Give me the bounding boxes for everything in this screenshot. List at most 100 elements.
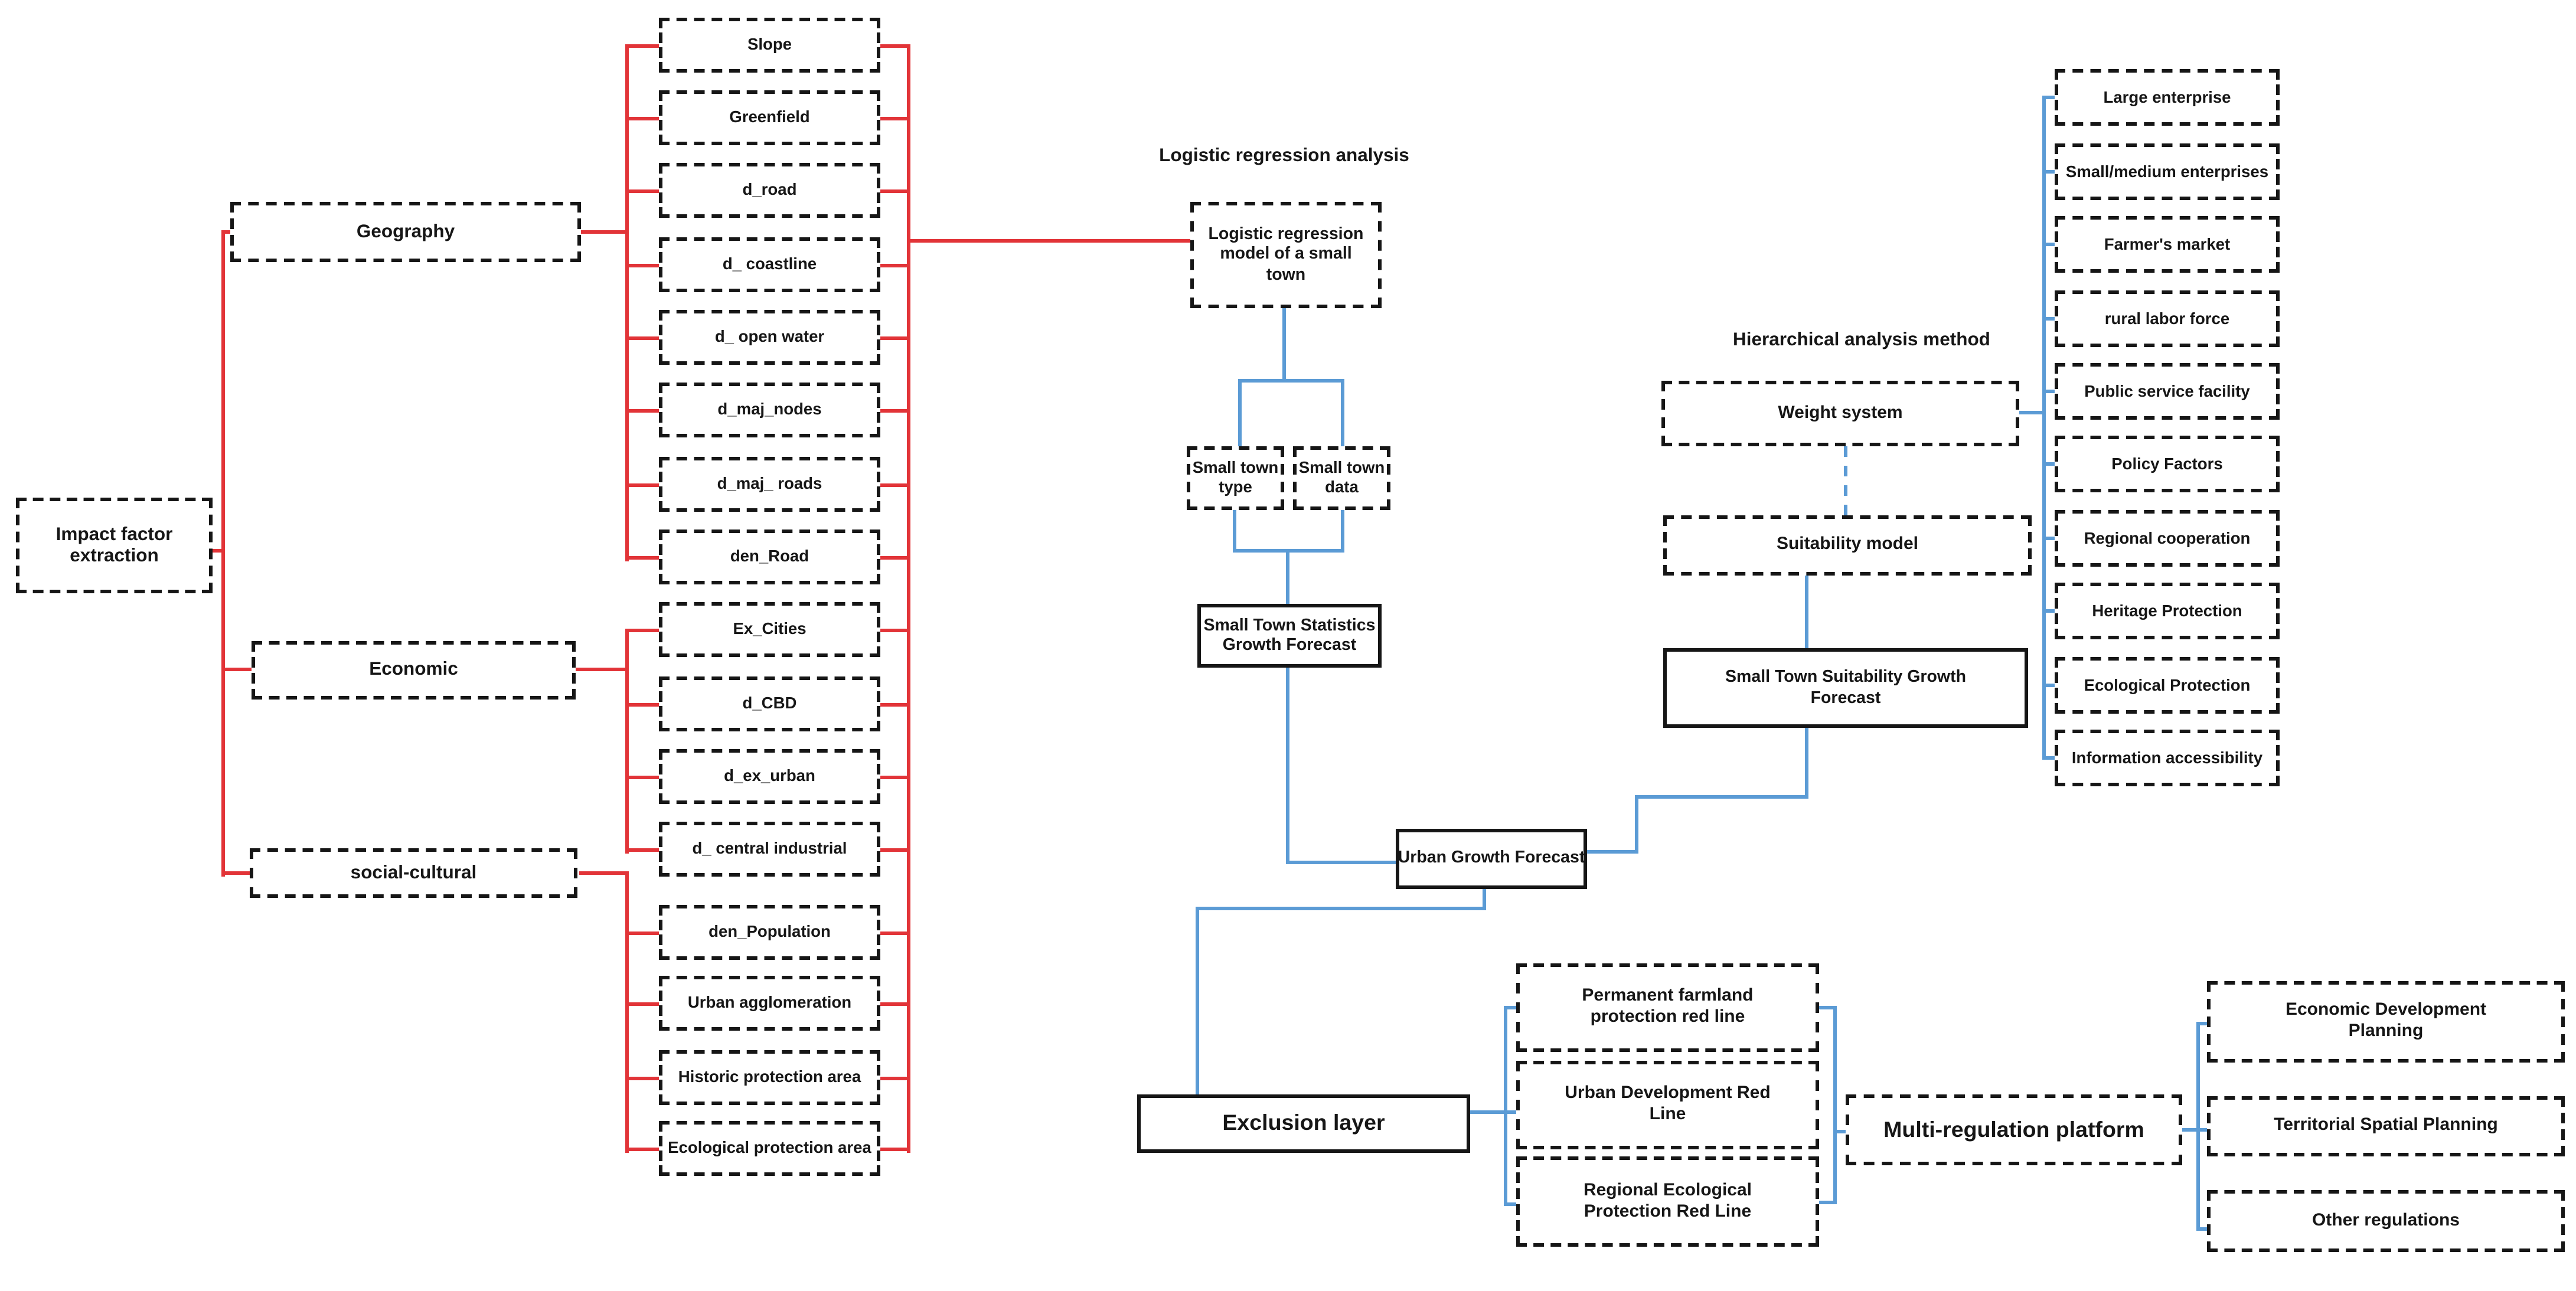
red-connector-line bbox=[629, 264, 659, 267]
factor-ex-cities-box: Ex_Cities bbox=[659, 602, 880, 657]
blue-connector-line bbox=[2019, 411, 2044, 414]
factor-d-cbd-box: d_CBD bbox=[659, 676, 880, 731]
red-connector-line bbox=[629, 117, 659, 120]
blue-connector-line bbox=[1470, 1110, 1516, 1114]
blue-connector-line bbox=[1196, 907, 1486, 910]
criterion-public-service-facility-box: Public service facility bbox=[2055, 363, 2280, 420]
red-connector-line bbox=[880, 117, 907, 120]
economic-development-planning-box: Economic Development Planning bbox=[2207, 981, 2565, 1063]
factor-d-open-water-box: d_ open water bbox=[659, 310, 880, 365]
criterion-farmers-market-box: Farmer's market bbox=[2055, 216, 2280, 273]
permanent-farmland-protection-red-line-box: Permanent farmland protection red line bbox=[1516, 963, 1819, 1052]
red-connector-line bbox=[880, 1148, 907, 1151]
other-regulations-box: Other regulations bbox=[2207, 1190, 2565, 1252]
small-town-statistics-growth-forecast-box: Small Town Statistics Growth Forecast bbox=[1197, 604, 1382, 668]
blue-connector-line bbox=[1504, 1006, 1507, 1206]
urban-growth-forecast-box: Urban Growth Forecast bbox=[1396, 829, 1587, 889]
red-connector-line bbox=[579, 871, 625, 875]
regional-ecological-protection-red-line-box: Regional Ecological Protection Red Line bbox=[1516, 1156, 1819, 1247]
urban-development-red-line-box: Urban Development Red Line bbox=[1516, 1061, 1819, 1149]
red-connector-line bbox=[880, 409, 907, 413]
blue-connector-line bbox=[1196, 907, 1199, 1094]
blue-connector-line bbox=[1805, 576, 1808, 648]
red-connector-line bbox=[907, 44, 910, 1153]
red-connector-line bbox=[880, 44, 907, 48]
red-connector-line bbox=[221, 871, 250, 875]
exclusion-layer-box: Exclusion layer bbox=[1137, 1094, 1470, 1153]
blue-connector-line bbox=[2046, 170, 2056, 174]
blue-connector-line bbox=[2046, 684, 2056, 687]
red-connector-line bbox=[629, 336, 659, 340]
blue-connector-line bbox=[2046, 537, 2056, 540]
red-connector-line bbox=[629, 703, 659, 707]
factor-ecological-protection-area-box: Ecological protection area bbox=[659, 1121, 880, 1176]
red-connector-line bbox=[910, 239, 1190, 243]
red-connector-line bbox=[880, 483, 907, 487]
red-connector-line bbox=[880, 932, 907, 935]
factor-den-population-box: den_Population bbox=[659, 905, 880, 960]
blue-connector-line bbox=[1233, 508, 1236, 553]
blue-connector-line bbox=[1483, 889, 1486, 908]
red-connector-line bbox=[213, 549, 221, 553]
blue-connector-line bbox=[1238, 379, 1242, 448]
factor-d-central-industrial-box: d_ central industrial bbox=[659, 822, 880, 877]
blue-connector-line bbox=[2200, 1128, 2207, 1132]
factor-d-road-box: d_road bbox=[659, 163, 880, 218]
factor-urban-agglomeration-box: Urban agglomeration bbox=[659, 976, 880, 1031]
red-connector-line bbox=[629, 44, 659, 48]
blue-connector-line bbox=[1587, 850, 1637, 854]
red-connector-line bbox=[629, 1148, 659, 1151]
territorial-spatial-planning-box: Territorial Spatial Planning bbox=[2207, 1096, 2565, 1156]
red-connector-line bbox=[629, 1077, 659, 1080]
blue-connector-line bbox=[2200, 1227, 2207, 1231]
red-connector-line bbox=[625, 44, 629, 561]
blue-connector-line bbox=[1286, 668, 1289, 862]
factor-d-ex-urban-box: d_ex_urban bbox=[659, 749, 880, 804]
blue-connector-line bbox=[2046, 390, 2056, 393]
criterion-heritage-protection-box: Heritage Protection bbox=[2055, 583, 2280, 639]
criterion-information-accessibility-box: Information accessibility bbox=[2055, 730, 2280, 786]
blue-connector-line bbox=[1819, 1006, 1833, 1009]
blue-connector-line bbox=[2046, 243, 2056, 246]
factor-slope-box: Slope bbox=[659, 18, 880, 73]
blue-connector-line bbox=[2200, 1022, 2207, 1025]
red-connector-line bbox=[629, 776, 659, 779]
red-connector-line bbox=[625, 871, 629, 1153]
blue-connector-line bbox=[2196, 1022, 2200, 1231]
red-connector-line bbox=[581, 230, 625, 234]
small-town-type-box: Small town type bbox=[1187, 446, 1284, 510]
blue-connector-line bbox=[1238, 379, 1344, 383]
blue-connector-line bbox=[1507, 1202, 1516, 1206]
red-connector-line bbox=[880, 1002, 907, 1006]
impact-factor-extraction-box: Impact factor extraction bbox=[16, 498, 213, 593]
criterion-ecological-protection-box: Ecological Protection bbox=[2055, 657, 2280, 714]
red-connector-line bbox=[880, 264, 907, 267]
blue-connector-line bbox=[1635, 795, 1808, 799]
blue-connector-line bbox=[1341, 508, 1344, 553]
red-connector-line bbox=[629, 848, 659, 852]
small-town-data-box: Small town data bbox=[1293, 446, 1390, 510]
blue-connector-line bbox=[2046, 96, 2056, 99]
blue-connector-line bbox=[2046, 462, 2056, 466]
logistic-regression-model-box: Logistic regression model of a small tow… bbox=[1190, 202, 1382, 308]
red-connector-line bbox=[629, 556, 659, 560]
factor-den-road-box: den_Road bbox=[659, 530, 880, 584]
blue-connector-line bbox=[1844, 446, 1847, 515]
category-economic-box: Economic bbox=[252, 641, 576, 700]
red-connector-line bbox=[880, 556, 907, 560]
blue-connector-line bbox=[1833, 1130, 1846, 1133]
blue-connector-line bbox=[1341, 379, 1344, 448]
blue-connector-line bbox=[2182, 1128, 2196, 1132]
red-connector-line bbox=[629, 1002, 659, 1006]
red-connector-line bbox=[880, 776, 907, 779]
blue-connector-line bbox=[1286, 549, 1289, 606]
red-connector-line bbox=[629, 483, 659, 487]
factor-d-maj-nodes-box: d_maj_nodes bbox=[659, 383, 880, 437]
red-connector-line bbox=[880, 848, 907, 852]
blue-connector-line bbox=[1805, 728, 1808, 799]
criterion-regional-cooperation-box: Regional cooperation bbox=[2055, 510, 2280, 567]
blue-connector-line bbox=[2046, 609, 2056, 613]
red-connector-line bbox=[629, 189, 659, 193]
blue-connector-line bbox=[1833, 1006, 1837, 1204]
